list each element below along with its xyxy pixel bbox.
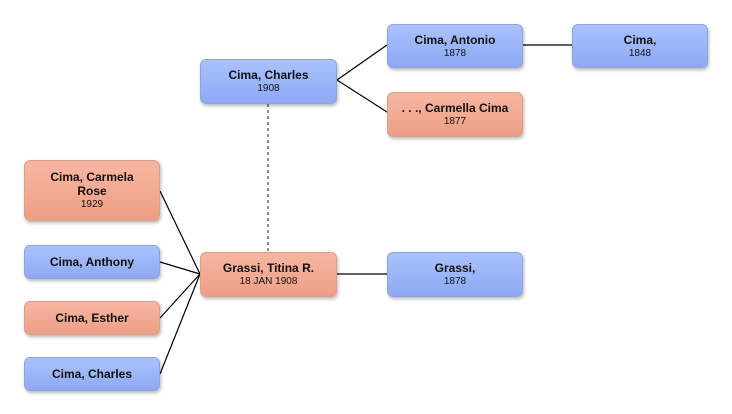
child-connector-esther [159,273,201,319]
person-card-grassi-1878[interactable]: Grassi, 1878 [387,252,523,297]
person-card-esther-cima[interactable]: Cima, Esther [24,301,160,335]
person-name: Cima, Anthony [49,255,135,269]
person-name: Cima, Esther [55,311,129,325]
person-name: . . ., Carmella Cima [401,101,509,115]
person-name: Cima, Carmela Rose [50,170,134,198]
person-date: 1878 [443,47,467,59]
child-connector-charles [159,273,201,375]
person-card-anthony-cima[interactable]: Cima, Anthony [24,245,160,279]
person-date: 1848 [628,47,652,59]
person-name: Cima, Charles [51,367,133,381]
person-name: Grassi, Titina R. [222,261,315,275]
person-card-charles-cima-1908[interactable]: Cima, Charles 1908 [200,59,337,104]
person-card-charles-cima-child[interactable]: Cima, Charles [24,357,160,391]
person-card-carmela-rose-cima[interactable]: Cima, Carmela Rose 1929 [24,160,160,221]
person-card-titina-grassi[interactable]: Grassi, Titina R. 18 JAN 1908 [200,252,337,297]
person-date: 1877 [443,116,467,127]
person-name: Cima, Antonio [414,32,496,47]
person-name: Grassi, [434,261,476,275]
person-date: 1908 [257,83,280,94]
person-card-cima-1848[interactable]: Cima, 1848 [572,24,708,68]
child-connector-carmela-rose [159,190,201,275]
person-name: Cima, Charles [228,68,309,82]
person-date: 18 JAN 1908 [239,276,298,287]
person-name: Cima, [623,32,657,47]
person-card-carmella-cima[interactable]: . . ., Carmella Cima 1877 [387,92,523,137]
parent-connector-antonio [336,44,388,81]
parent-connector-carmella [336,79,388,113]
person-date: 1878 [443,276,467,287]
person-card-antonio-cima[interactable]: Cima, Antonio 1878 [387,24,523,68]
person-date: 1929 [80,199,104,210]
child-connector-anthony [159,261,201,275]
